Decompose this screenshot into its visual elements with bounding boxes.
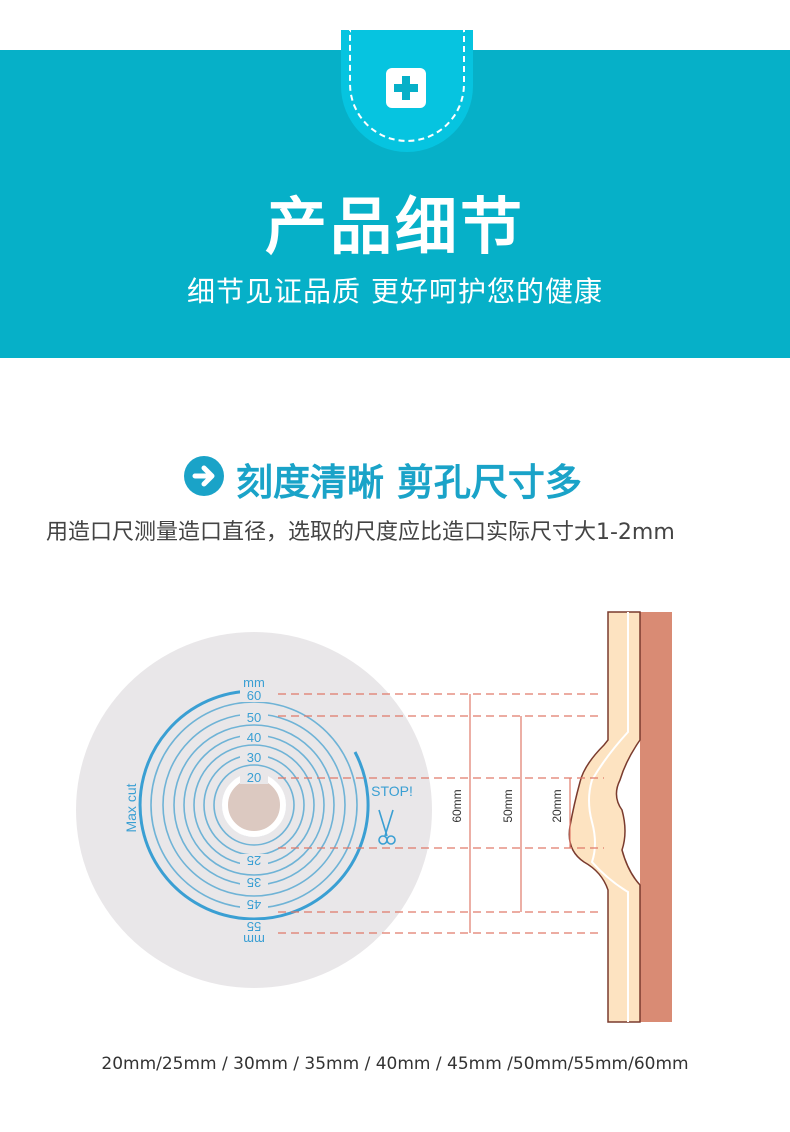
scale-label: 30 [247,750,261,765]
measurement-lines [469,694,571,933]
header-tag-stitching [349,30,465,142]
scale-label: 55 [247,919,261,934]
measurement-label: 20mm [550,789,564,822]
skin-inner-layer [640,612,672,1022]
max-cut-arc [138,689,370,921]
stop-label: STOP! [371,783,413,799]
arrow-right-circle-icon [184,456,224,496]
max-cut-label: Max cut [123,783,139,832]
scale-label: 40 [247,730,261,745]
page-subtitle: 细节见证品质 更好呵护您的健康 [187,275,603,308]
section-description: 用造口尺测量造口直径，选取的尺度应比造口实际尺寸大1-2mm [46,520,675,545]
scale-label: 35 [247,875,261,890]
page-title: 产品细节 [264,190,525,263]
medical-cross-icon [386,68,426,108]
section-title: 刻度清晰 剪孔尺寸多 [236,461,582,504]
scissors-icon [378,809,396,845]
scale-label-boxes [240,688,268,934]
skin-outer-layer [568,611,641,1023]
guide-lines [278,693,604,934]
measurement-label: 50mm [501,789,515,822]
measurement-diagram: mm 60 50 40 30 20 25 35 45 55 mm Max cut… [76,611,672,1023]
scale-label: 45 [247,897,261,912]
skin-highlight [588,612,629,1022]
available-sizes: 20mm/25mm / 30mm / 35mm / 40mm / 45mm /5… [101,1054,689,1074]
unit-label-top: mm [243,675,265,690]
scale-label: 20 [247,770,261,785]
scale-label: 60 [247,688,261,703]
unit-label-bottom: mm [243,932,265,947]
measurement-label: 60mm [450,789,464,822]
scale-label: 25 [247,853,261,868]
scale-label: 50 [247,710,261,725]
